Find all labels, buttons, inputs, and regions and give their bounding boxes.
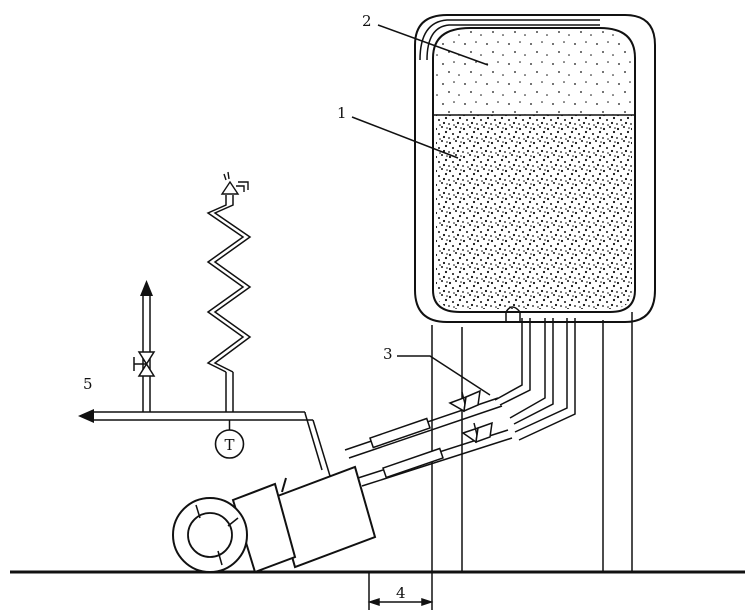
tank-inner-vessel [432, 27, 636, 313]
label-5: 5 [83, 375, 93, 393]
dimension-4 [367, 572, 434, 610]
granular-bed-1 [436, 115, 632, 309]
tank-supports [431, 312, 633, 572]
sparse-layer-2 [436, 31, 632, 115]
tank-outer-shell [414, 14, 656, 323]
tank-outlet-pipes [494, 318, 576, 441]
leader-lines [351, 24, 491, 396]
label-1: 1 [337, 104, 347, 122]
outlet-pipe-5 [92, 411, 313, 421]
riser-arrow-up [140, 280, 153, 296]
burner-unit [172, 465, 377, 574]
label-2: 2 [362, 12, 372, 30]
thermometer-gauge: T [214, 429, 245, 459]
outlet-arrow-left [78, 409, 94, 423]
label-4: 4 [396, 584, 406, 602]
valve-upper [448, 389, 481, 413]
safety-valve-icon [220, 171, 249, 195]
air-duct [304, 412, 331, 477]
valve-lower [461, 421, 493, 444]
riser-valve [133, 351, 156, 377]
jacket-pipe [505, 306, 521, 322]
coil-pipe [206, 195, 252, 430]
label-3: 3 [383, 345, 393, 363]
thermometer-label: T [224, 436, 234, 454]
